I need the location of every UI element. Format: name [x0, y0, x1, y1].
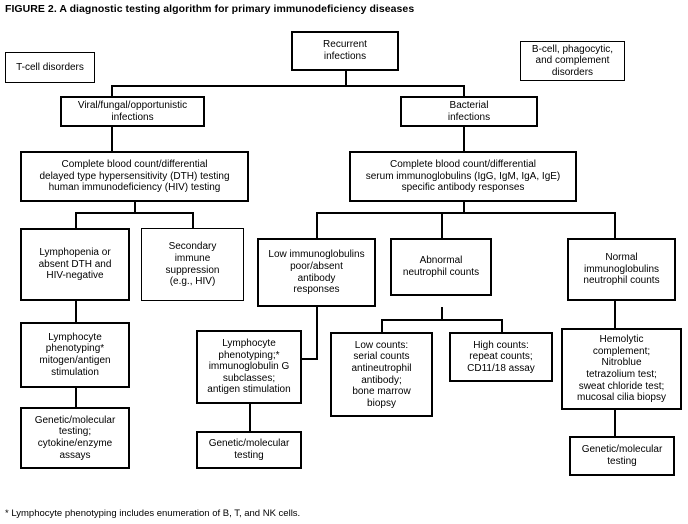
connector-cbcdth-to-secondary [192, 212, 194, 228]
node-label: Low counts: serial counts antineutrophil… [351, 339, 412, 409]
node-abnormal-neutrophil-counts[interactable]: Abnormal neutrophil counts [390, 238, 492, 296]
node-label: Normal immunoglobulins neutrophil counts [583, 252, 660, 287]
connector-cbcig-to-lowig [316, 212, 318, 238]
connector-hemolytic-to-genetic [614, 410, 616, 436]
connector-cbcig-to-abnormal [441, 212, 443, 238]
connector-phenotyping-to-genetic [75, 388, 77, 407]
node-label: Lymphocyte phenotyping;* immunoglobulin … [207, 338, 291, 396]
node-label: Abnormal neutrophil counts [402, 255, 480, 278]
node-bacterial-infections[interactable]: Bacterial infections [400, 96, 538, 127]
node-genetic-molecular-cytokine-assays[interactable]: Genetic/molecular testing; cytokine/enzy… [20, 407, 130, 469]
node-cbc-serum-immunoglobulins[interactable]: Complete blood count/differential serum … [349, 151, 577, 202]
node-secondary-immune-suppression[interactable]: Secondary immune suppression (e.g., HIV) [141, 228, 244, 301]
node-lymphocyte-phenotyping-igg-subclasses[interactable]: Lymphocyte phenotyping;* immunoglobulin … [196, 330, 302, 404]
connector-cbcdth-stem [134, 202, 136, 214]
node-genetic-molecular-testing-middle[interactable]: Genetic/molecular testing [196, 431, 302, 469]
connector-recurrent-bus [111, 85, 465, 87]
node-normal-immunoglobulins[interactable]: Normal immunoglobulins neutrophil counts [567, 238, 676, 301]
figure-title: FIGURE 2. A diagnostic testing algorithm… [5, 3, 415, 15]
connector-abnormal-stem [441, 307, 443, 321]
connector-lowig-down [316, 307, 318, 360]
node-label: Genetic/molecular testing [208, 438, 290, 461]
connector-phenotypingigg-to-genetic [249, 404, 251, 431]
connector-cbcdth-bus [75, 212, 194, 214]
node-label: Viral/fungal/opportunistic infections [77, 99, 188, 123]
connector-abnormal-to-highcounts [501, 319, 503, 332]
connector-lowig-left [302, 358, 318, 360]
node-recurrent-infections[interactable]: Recurrent infections [291, 31, 399, 71]
node-t-cell-disorders[interactable]: T-cell disorders [5, 52, 95, 83]
node-lymphopenia-absent-dth[interactable]: Lymphopenia or absent DTH and HIV-negati… [20, 228, 130, 301]
node-high-counts[interactable]: High counts: repeat counts; CD11/18 assa… [449, 332, 553, 382]
connector-viral-to-cbc [111, 127, 113, 151]
figure-footnote: * Lymphocyte phenotyping includes enumer… [5, 508, 301, 519]
node-genetic-molecular-testing-right[interactable]: Genetic/molecular testing [569, 436, 675, 476]
connector-bacterial-to-cbc [463, 127, 465, 151]
node-lymphocyte-phenotyping-mitogen[interactable]: Lymphocyte phenotyping* mitogen/antigen … [20, 322, 130, 388]
node-viral-fungal-opportunistic-infections[interactable]: Viral/fungal/opportunistic infections [60, 96, 205, 127]
node-low-counts[interactable]: Low counts: serial counts antineutrophil… [330, 332, 433, 417]
node-label: Lymphocyte phenotyping* mitogen/antigen … [39, 331, 111, 378]
connector-abnormal-bus [381, 319, 503, 321]
connector-cbcig-bus [316, 212, 616, 214]
connector-recurrent-to-viral [111, 85, 113, 96]
node-label: T-cell disorders [16, 61, 84, 73]
node-label: Hemolytic complement; Nitroblue tetrazol… [577, 334, 666, 404]
node-label: Low immunoglobulins poor/absent antibody… [268, 249, 365, 296]
node-label: Genetic/molecular testing; cytokine/enzy… [34, 414, 116, 461]
node-label: Genetic/molecular testing [581, 444, 663, 467]
connector-abnormal-to-lowcounts [381, 319, 383, 332]
node-b-cell-phagocytic-complement-disorders[interactable]: B-cell, phagocytic, and complement disor… [520, 41, 625, 81]
connector-lymphopenia-to-phenotyping [75, 301, 77, 322]
node-label: Complete blood count/differential serum … [365, 159, 561, 194]
node-label: Complete blood count/differential delaye… [39, 159, 230, 194]
node-label: High counts: repeat counts; CD11/18 assa… [467, 339, 535, 374]
connector-recurrent-to-bacterial [463, 85, 465, 96]
node-label: Bacterial infections [447, 99, 491, 123]
node-label: B-cell, phagocytic, and complement disor… [531, 43, 614, 78]
node-low-immunoglobulins[interactable]: Low immunoglobulins poor/absent antibody… [257, 238, 376, 307]
connector-cbcig-to-normal [614, 212, 616, 238]
node-label: Secondary immune suppression (e.g., HIV) [165, 241, 220, 288]
connector-cbcig-stem [463, 202, 465, 214]
node-hemolytic-complement-tests[interactable]: Hemolytic complement; Nitroblue tetrazol… [561, 328, 682, 410]
node-label: Recurrent infections [323, 39, 367, 62]
node-label: Lymphopenia or absent DTH and HIV-negati… [38, 247, 112, 282]
node-cbc-dth-hiv-testing[interactable]: Complete blood count/differential delaye… [20, 151, 249, 202]
connector-normalig-to-hemolytic [614, 301, 616, 328]
connector-cbcdth-to-lymphopenia [75, 212, 77, 228]
connector-recurrent-stem [345, 71, 347, 87]
